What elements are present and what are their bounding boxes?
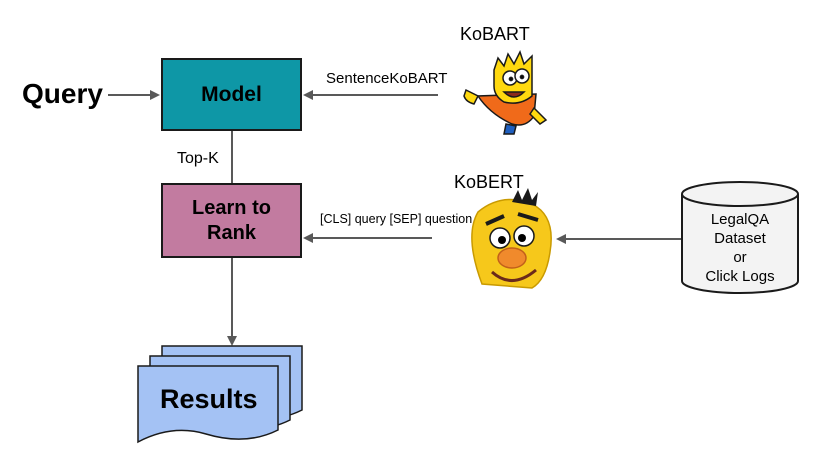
dataset-label: LegalQA Dataset or Click Logs [682,210,798,286]
dataset-line-1: LegalQA [710,211,770,228]
cls-input-label: [CLS] query [SEP] question [320,212,473,226]
model-box: Model [161,58,302,131]
top-k-label: Top-K [177,150,219,167]
dataset-line-2: Dataset [714,230,766,247]
results-label: Results [160,384,258,414]
learn-to-rank-box: Learn to Rank [161,183,302,258]
dataset-line-4: Click Logs [705,268,775,285]
dataset-cylinder [681,181,799,294]
kobart-label: KoBART [460,24,530,44]
results-document-stack [137,345,303,444]
bart-simpson-icon [463,50,548,135]
dataset-line-3: or [733,249,747,266]
learn-to-rank-label: Learn to Rank [192,196,271,244]
kobert-label: KoBERT [454,172,524,192]
sentence-kobart-label: SentenceKoBART [326,70,448,87]
query-label: Query [22,78,103,109]
bert-muppet-icon [471,188,552,289]
model-label: Model [201,82,262,106]
